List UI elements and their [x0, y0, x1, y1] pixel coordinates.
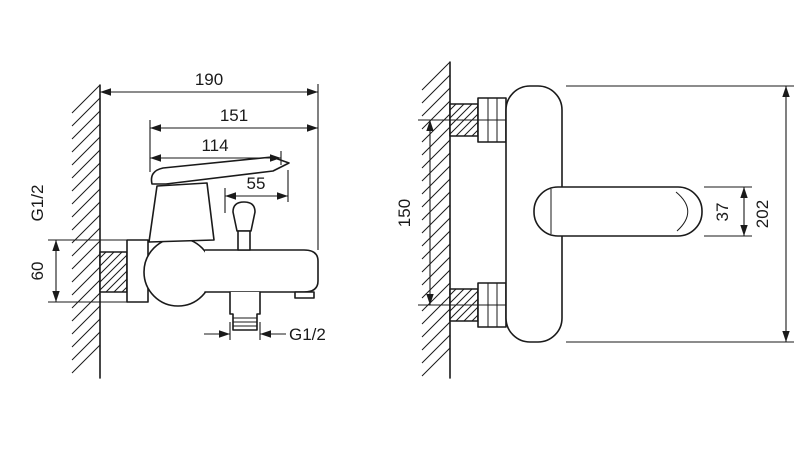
dimensions-side: 190 151 114 55 60 G1/2 [28, 70, 326, 344]
faucet-side [99, 156, 319, 331]
wall-section-left [71, 84, 101, 379]
dim-190-arrow-right [307, 88, 318, 96]
diverter-knob-cap [232, 201, 256, 232]
outlet-thread-lines [233, 317, 257, 327]
handle-tip-contour [675, 191, 689, 232]
inlet-thread-hatch [99, 251, 128, 293]
dim-55-arrow-left [225, 192, 236, 200]
dim-190-arrow-left [100, 88, 111, 96]
dim-150-arrow-bottom [426, 294, 434, 305]
dim-114-label: 114 [201, 136, 228, 155]
dim-150-label: 150 [395, 199, 414, 227]
dim-202-arrow-bottom [782, 331, 790, 342]
inlet-thread-label: G1/2 [28, 185, 47, 222]
dimensions-front: 150 37 202 [395, 85, 794, 343]
outlet-thread-arrow-right [260, 330, 271, 338]
dim-151-arrow-right [307, 124, 318, 132]
dim-60-label: 60 [28, 262, 47, 281]
dim-37-arrow-bottom [740, 225, 748, 236]
bottom-outlet [229, 291, 261, 331]
handle-skirt [148, 182, 215, 243]
outlet-thread-label: G1/2 [289, 325, 326, 344]
handle-lever-side [150, 156, 290, 185]
front-view: 150 37 202 [395, 61, 794, 379]
spout [204, 249, 319, 293]
wall-hatch-left [71, 84, 101, 374]
dim-151-label: 151 [220, 106, 248, 125]
wall-section-right [421, 61, 451, 379]
faucet-front [449, 85, 703, 343]
dim-151-arrow-left [150, 124, 161, 132]
dim-55-label: 55 [247, 174, 266, 193]
dim-37-arrow-top [740, 187, 748, 198]
dim-60-arrow-top [52, 240, 60, 251]
outlet-thread-arrow-left [219, 330, 230, 338]
dim-202-arrow-top [782, 86, 790, 97]
handle-front [533, 186, 703, 237]
dim-150-arrow-top [426, 120, 434, 131]
dim-202-label: 202 [753, 200, 772, 228]
dim-114-arrow-right [270, 154, 281, 162]
extension-lines-front [418, 85, 794, 343]
diverter-knob-stem [237, 230, 251, 251]
wall-hatch-right [421, 61, 451, 377]
valve-body [143, 237, 213, 307]
dim-55-arrow-right [277, 192, 288, 200]
dim-60-arrow-bottom [52, 291, 60, 302]
side-view: 190 151 114 55 60 G1/2 [28, 70, 326, 379]
dim-190-label: 190 [195, 70, 223, 89]
dim-37-label: 37 [713, 203, 732, 222]
dim-114-arrow-left [150, 154, 161, 162]
aerator [294, 291, 315, 299]
